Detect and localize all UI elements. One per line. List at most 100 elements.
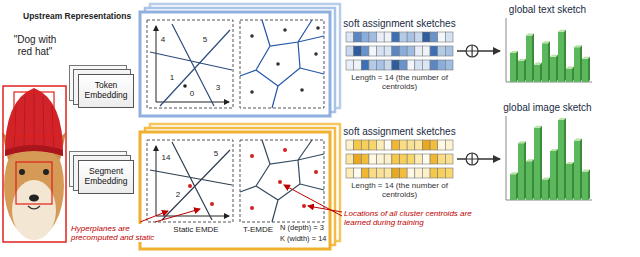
histogram-bar-side (516, 172, 518, 200)
region-number: 5 (213, 150, 219, 158)
sketch-cell (392, 140, 400, 150)
sketch-holder (342, 30, 457, 72)
sketch-cell (438, 46, 446, 56)
sketch-cell (407, 154, 415, 164)
sum-symbol-cross (466, 153, 478, 165)
sketch-holder (342, 138, 457, 180)
histogram-bar-side (556, 149, 558, 200)
sketch-cell (369, 140, 377, 150)
sketch-cell (407, 60, 415, 70)
region-number: 3 (215, 84, 221, 92)
sketch-cell (445, 60, 453, 70)
histogram-bar (526, 36, 532, 83)
sketch-cell (400, 168, 408, 178)
histogram-bar (550, 151, 556, 200)
sketch-cell (392, 32, 400, 42)
sketch-cell (377, 46, 385, 56)
histogram-bar-side (548, 177, 550, 200)
sketch-cell (422, 32, 430, 42)
sketch-cell (354, 60, 362, 70)
histogram-bar (510, 53, 516, 82)
sketch-cell (445, 154, 453, 164)
region-number: 4 (160, 36, 166, 44)
image-branch-stack (140, 124, 340, 249)
hyperplane-note: Hyperplanes are precomputed and static (70, 224, 170, 242)
sketch-cell (430, 32, 438, 42)
histogram-bar-side (532, 159, 534, 200)
sketch-cell (392, 60, 400, 70)
histogram-bar-side (588, 170, 590, 200)
histogram-bar (558, 32, 564, 82)
sketch-cell (400, 32, 408, 42)
histogram-bar-side (524, 59, 526, 82)
histogram-bar-side (564, 30, 566, 82)
region-number: 14 (161, 154, 172, 162)
sketch-cells (342, 30, 457, 72)
sketch-cell (354, 154, 362, 164)
sum-symbol-cross (466, 45, 478, 57)
sketch-cell (422, 46, 430, 56)
histogram-bar-side (548, 41, 550, 82)
sketch-cell (361, 168, 369, 178)
sketch-heading: soft assignment sketches (342, 126, 457, 138)
region-number: 2 (175, 191, 181, 199)
histogram-bar-side (540, 63, 542, 82)
token-embedding-box: Token Embedding (78, 74, 134, 108)
length-note: Length = 14 (the number of centroids) (342, 180, 457, 199)
sketch-cell (384, 60, 392, 70)
sketch-cell (422, 168, 430, 178)
histogram-bar (566, 69, 572, 83)
image-sketch-bars: soft assignment sketchesLength = 14 (the… (342, 126, 457, 199)
histogram-bar (518, 61, 524, 82)
histogram-bar-side (516, 51, 518, 82)
histogram-bar (542, 179, 548, 200)
sketch-cell (445, 168, 453, 178)
histogram-axis (506, 116, 592, 200)
region-number: 1 (169, 74, 175, 82)
region-number: 5 (202, 36, 208, 44)
sketch-cell (407, 140, 415, 150)
sketch-cell (400, 60, 408, 70)
sketch-cell (346, 168, 354, 178)
histogram-holder (500, 16, 595, 86)
sketch-cell (354, 140, 362, 150)
sketch-cell (400, 140, 408, 150)
histogram-bar (534, 65, 540, 82)
histogram-bar (574, 47, 580, 82)
text-sketch-bars: soft assignment sketchesLength = 14 (the… (342, 18, 457, 91)
histogram-bar-side (556, 55, 558, 82)
histogram-bar (510, 174, 516, 200)
sketch-cell (354, 32, 362, 42)
sketch-cell (438, 168, 446, 178)
sketch-cell (361, 154, 369, 164)
histogram-bar (518, 143, 524, 200)
sketch-cell (354, 168, 362, 178)
sketch-cell (392, 168, 400, 178)
sum-symbol (466, 45, 478, 57)
sketch-cell (430, 168, 438, 178)
sketch-cell (400, 154, 408, 164)
sketch-cell (407, 168, 415, 178)
sketch-cell (346, 46, 354, 56)
histogram-bar (582, 59, 588, 82)
histogram-bar-side (580, 45, 582, 82)
segment-embedding-box: Segment Embedding (78, 160, 134, 194)
section-label: Upstream Representations (22, 12, 132, 22)
histogram-bar (558, 120, 564, 200)
histogram-heading: global text sketch (500, 4, 595, 16)
histogram-holder (500, 114, 595, 204)
histogram-bar-side (564, 118, 566, 200)
sketch-cell (361, 140, 369, 150)
histogram-bar (542, 43, 548, 82)
histogram-bar (582, 172, 588, 200)
sum-symbol (466, 153, 478, 165)
sketch-cell (422, 154, 430, 164)
width-label: K (width) = 14 (280, 235, 326, 244)
sketch-cell (377, 32, 385, 42)
sketch-cell (369, 168, 377, 178)
sketch-cell (361, 46, 369, 56)
text-branch-stack (140, 4, 340, 116)
sketch-cell (346, 60, 354, 70)
global-text-histogram: global text sketch (500, 4, 595, 86)
sketch-cell (384, 32, 392, 42)
